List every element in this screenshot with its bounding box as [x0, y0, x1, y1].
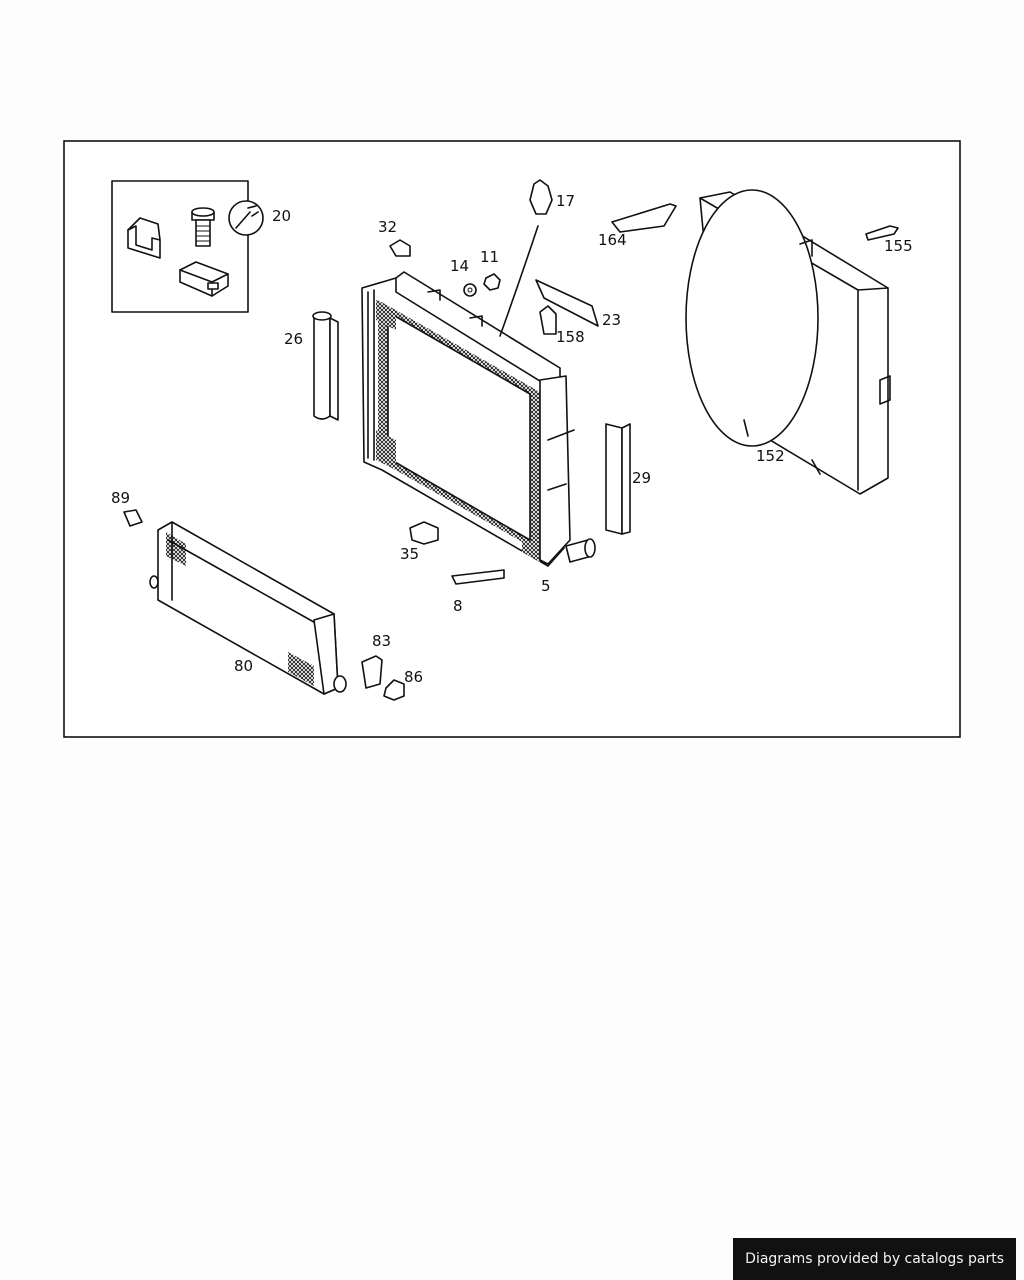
- callout-32: 32: [378, 218, 397, 236]
- callout-14: 14: [450, 257, 469, 275]
- mounting-kit-inset[interactable]: [111, 180, 264, 313]
- footer-credit-banner: Diagrams provided by catalogs parts: [733, 1238, 1016, 1280]
- callout-8: 8: [453, 597, 463, 615]
- callout-26: 26: [284, 330, 303, 348]
- fan-shroud[interactable]: [685, 189, 891, 495]
- wrench-icon: [228, 200, 264, 236]
- callout-89: 89: [111, 489, 130, 507]
- callout-17: 17: [556, 192, 575, 210]
- small-parts-top[interactable]: [389, 179, 899, 337]
- side-seal-29[interactable]: [605, 423, 631, 535]
- main-radiator[interactable]: [361, 271, 596, 567]
- small-parts-bottom[interactable]: [123, 509, 505, 701]
- callout-5: 5: [541, 577, 551, 595]
- side-seal-26[interactable]: [312, 311, 339, 421]
- callout-23: 23: [602, 311, 621, 329]
- callout-35: 35: [400, 545, 419, 563]
- callout-83: 83: [372, 632, 391, 650]
- callout-labels: 20 32 17 164 155 14 11 26 23 158 152 29 …: [111, 192, 913, 686]
- callout-152: 152: [756, 447, 785, 465]
- oil-cooler[interactable]: [149, 521, 347, 695]
- callout-20: 20: [272, 207, 291, 225]
- callout-158: 158: [556, 328, 585, 346]
- callout-29: 29: [632, 469, 651, 487]
- callout-164: 164: [598, 231, 627, 249]
- callout-11: 11: [480, 248, 499, 266]
- callout-86: 86: [404, 668, 423, 686]
- callout-155: 155: [884, 237, 913, 255]
- footer-credit-text: Diagrams provided by catalogs parts: [745, 1251, 1004, 1267]
- callout-80: 80: [234, 657, 253, 675]
